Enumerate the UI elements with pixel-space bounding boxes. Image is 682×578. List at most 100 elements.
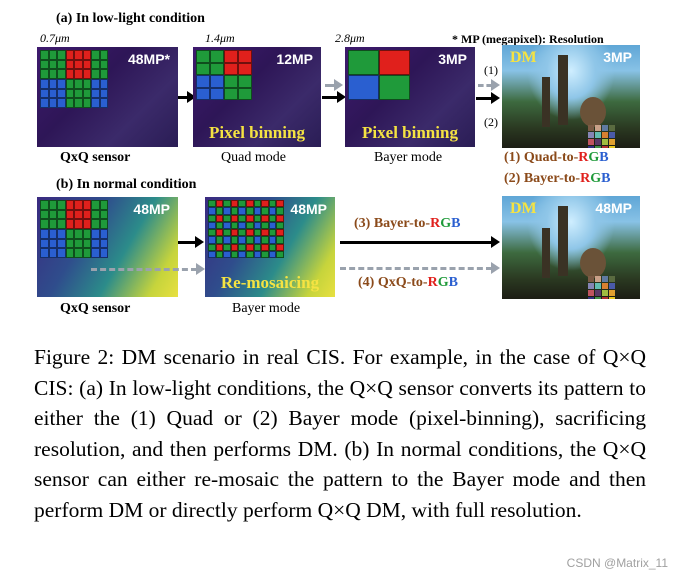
cfa-cell bbox=[74, 50, 83, 60]
cfa-cell bbox=[48, 59, 57, 70]
cfa-cell bbox=[238, 250, 246, 258]
cfa-cell bbox=[57, 248, 66, 258]
cfa-cell bbox=[245, 243, 254, 251]
cfa-cell bbox=[238, 243, 246, 251]
dashed-arrow bbox=[91, 263, 205, 275]
teddy-bear bbox=[580, 248, 606, 278]
cfa-cell bbox=[91, 59, 100, 70]
panel-caption: Bayer mode bbox=[232, 301, 301, 316]
qxq-cfa-pattern bbox=[40, 200, 108, 258]
cfa-cell bbox=[74, 59, 83, 70]
cfa-cell bbox=[224, 75, 238, 88]
checker-patch bbox=[595, 139, 601, 145]
cfa-cell bbox=[40, 200, 49, 210]
checker-patch bbox=[595, 276, 601, 282]
cfa-cell bbox=[99, 238, 108, 249]
cfa-cell bbox=[268, 207, 277, 215]
cfa-cell bbox=[40, 98, 49, 108]
cfa-cell bbox=[261, 200, 269, 208]
cfa-cell bbox=[268, 221, 277, 229]
cfa-cell bbox=[223, 207, 231, 215]
cfa-cell bbox=[40, 229, 49, 239]
cfa-cell bbox=[40, 248, 49, 258]
cfa-cell bbox=[196, 50, 210, 63]
megapixel-note: * MP (megapixel): Resolution bbox=[452, 32, 604, 46]
sensor-panel-qxq-normal: 48MP bbox=[37, 197, 178, 297]
solid-arrow bbox=[476, 92, 500, 104]
quad-cfa-pattern bbox=[196, 50, 252, 100]
checker-patch bbox=[602, 297, 608, 299]
cfa-cell bbox=[230, 221, 239, 229]
cfa-cell bbox=[223, 243, 231, 251]
scale-label-0: 0.7μm bbox=[40, 31, 70, 45]
cfa-cell bbox=[74, 238, 83, 249]
cfa-cell bbox=[276, 236, 284, 244]
cfa-cell bbox=[268, 250, 277, 258]
method-bayer-to-rgb: (2) Bayer-to-RGB bbox=[504, 171, 611, 186]
cfa-cell bbox=[210, 75, 224, 88]
checker-patch bbox=[588, 283, 594, 289]
cfa-cell bbox=[65, 88, 74, 99]
cfa-cell bbox=[65, 209, 74, 220]
cfa-cell bbox=[238, 229, 246, 237]
cfa-cell bbox=[40, 238, 49, 249]
cfa-cell bbox=[238, 62, 252, 75]
watermark: CSDN @Matrix_11 bbox=[566, 556, 668, 570]
cfa-cell bbox=[208, 214, 216, 222]
cfa-cell bbox=[253, 221, 262, 229]
cfa-cell bbox=[82, 219, 91, 229]
checker-patch bbox=[588, 132, 594, 138]
cfa-cell bbox=[82, 209, 91, 220]
checker-patch bbox=[602, 132, 608, 138]
cfa-cell bbox=[91, 248, 100, 258]
sensor-panel-remosaic-bayer: 48MP Re-mosaicing bbox=[205, 197, 335, 297]
cfa-cell bbox=[276, 243, 284, 251]
solid-arrow bbox=[322, 91, 346, 103]
checker-patch bbox=[595, 283, 601, 289]
cfa-cell bbox=[99, 248, 108, 258]
cfa-cell bbox=[65, 50, 74, 60]
cfa-cell bbox=[82, 98, 91, 108]
checker-patch bbox=[609, 125, 615, 131]
cfa-cell bbox=[215, 236, 224, 244]
sensor-panel-qxq-lowlight: 48MP* bbox=[37, 47, 178, 147]
cfa-cell bbox=[223, 221, 231, 229]
cfa-cell bbox=[245, 200, 254, 208]
cfa-cell bbox=[48, 88, 57, 99]
cfa-cell bbox=[99, 219, 108, 229]
cfa-cell bbox=[253, 250, 262, 258]
cfa-cell bbox=[65, 98, 74, 108]
cfa-cell bbox=[253, 229, 262, 237]
checker-patch bbox=[609, 139, 615, 145]
cfa-cell bbox=[223, 236, 231, 244]
cfa-cell bbox=[196, 87, 210, 100]
cfa-cell bbox=[224, 62, 238, 75]
cfa-cell bbox=[230, 229, 239, 237]
qxq-cfa-pattern bbox=[40, 50, 108, 108]
cfa-cell bbox=[208, 250, 216, 258]
cfa-cell bbox=[99, 229, 108, 239]
cfa-cell bbox=[261, 207, 269, 215]
checker-patch bbox=[609, 283, 615, 289]
cfa-cell bbox=[268, 243, 277, 251]
cfa-cell bbox=[57, 209, 66, 220]
cfa-cell bbox=[208, 236, 216, 244]
cfa-cell bbox=[57, 50, 66, 60]
cfa-cell bbox=[40, 88, 49, 99]
cfa-cell bbox=[48, 229, 57, 239]
cfa-cell bbox=[238, 214, 246, 222]
cfa-cell bbox=[230, 214, 239, 222]
megapixel-label: 3MP bbox=[603, 49, 632, 65]
cfa-cell bbox=[91, 50, 100, 60]
cfa-cell bbox=[210, 62, 224, 75]
cfa-cell bbox=[74, 98, 83, 108]
cfa-cell bbox=[230, 250, 239, 258]
cfa-cell bbox=[268, 200, 277, 208]
cfa-cell bbox=[65, 69, 74, 79]
cfa-cell bbox=[379, 75, 410, 100]
cfa-cell bbox=[238, 87, 252, 100]
cfa-cell bbox=[215, 229, 224, 237]
cfa-cell bbox=[99, 79, 108, 89]
cfa-cell bbox=[65, 59, 74, 70]
dashed-arrow bbox=[340, 262, 500, 274]
